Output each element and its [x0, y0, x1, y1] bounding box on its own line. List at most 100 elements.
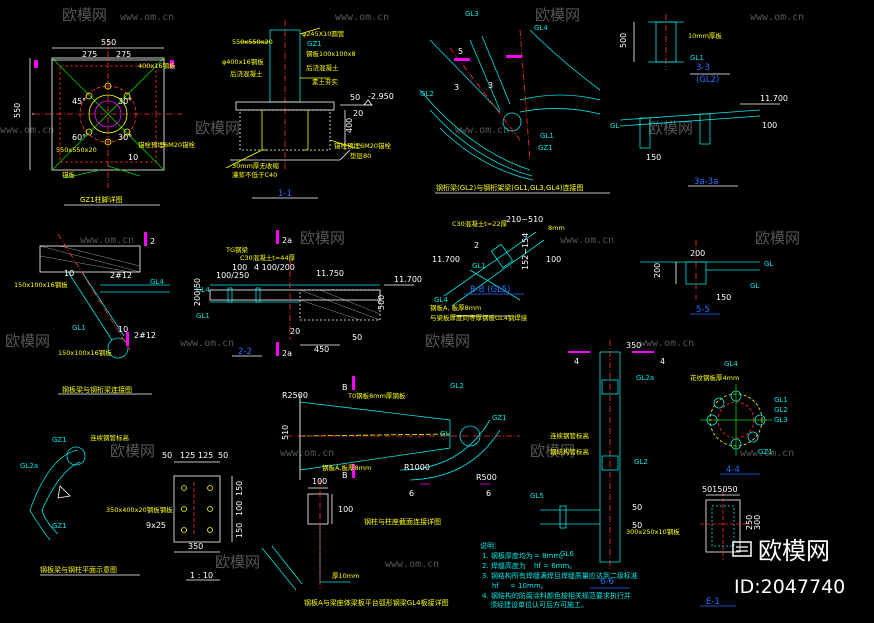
label-gl1: GL1	[774, 396, 788, 404]
caption-b-b: B-B (GL5)	[470, 285, 511, 295]
leader-line	[107, 165, 141, 177]
label-slab: C30混凝土t=44厚	[240, 253, 296, 262]
section-6a: 6	[409, 489, 414, 498]
label-gl2a: GL2a	[636, 374, 654, 382]
label-gl4: GL4	[724, 360, 738, 368]
bolt-hole	[181, 527, 187, 533]
dim-5015050: 5015050	[702, 485, 738, 494]
dim-150b: 150	[235, 523, 244, 538]
angle-30a: 30°	[118, 97, 132, 106]
caption-3-3: 3-3	[696, 63, 710, 73]
note-3: 3. 钢结构所有焊缝满焊且焊缝质量应达到二级标准	[482, 571, 638, 580]
label-gz1-bottom: GZ1	[52, 522, 67, 530]
section-3a: 3	[454, 83, 459, 92]
watermark-url: www.om.cn	[0, 125, 54, 136]
curved-beam	[29, 449, 79, 511]
label-base-plate: 550x550x20	[56, 146, 97, 154]
detail-column-seat	[261, 480, 350, 591]
watermark-text: 欧模网	[62, 6, 107, 24]
note-1: 1. 钢板厚度均为	[482, 551, 533, 560]
dim-100a: 100	[312, 477, 327, 486]
label-elev: 连续钢管标高	[90, 433, 130, 442]
label-elev2: 钢结构管标高	[550, 447, 590, 456]
watermark-text: 欧模网	[755, 229, 800, 247]
label-plate: 300x250x10钢板	[626, 527, 680, 536]
label-gz1: GZ1	[307, 40, 322, 48]
plate-circle	[79, 85, 137, 143]
dim-10b: 10	[118, 325, 128, 334]
label-anchor-plate: 锚板	[62, 170, 76, 179]
stiffener	[601, 455, 619, 471]
curve-arc	[409, 429, 501, 481]
dim-150a: 150	[235, 481, 244, 496]
leader-line	[63, 169, 101, 179]
dim-50b: 50	[632, 521, 642, 530]
label-gl4: GL4	[434, 296, 448, 304]
label-gl4: GL4	[150, 278, 164, 286]
box-section	[307, 493, 329, 525]
section-2: 2	[150, 237, 155, 246]
label-t10: 厚10mm	[332, 572, 359, 580]
bolt-hole	[181, 485, 187, 491]
notes-heading: 说明：	[480, 541, 501, 550]
section-mark	[34, 60, 38, 68]
watermark-text: 欧模网	[300, 229, 345, 247]
watermark-text: 欧模网	[5, 332, 50, 350]
note-2: 2. 焊缝高度为	[482, 561, 526, 570]
dim-50a: 50	[632, 503, 642, 512]
beam-section	[639, 117, 651, 149]
title-beam-column-plan: 钢板梁与钢柱平面示意图	[40, 565, 117, 574]
section-mark	[276, 342, 279, 356]
dim-210-510: 210~510	[506, 215, 543, 224]
label-backfill: 后浇混凝土	[230, 69, 263, 78]
detail-beam-column-plan	[29, 446, 140, 576]
axis-line	[449, 47, 521, 141]
dim-50a: 50	[162, 451, 172, 460]
dim-125a: 125	[180, 451, 195, 460]
watermark-text: 欧模网	[425, 332, 470, 350]
truss-chord	[529, 29, 601, 91]
dim-50: 50	[350, 93, 360, 102]
label-deck: C30混凝土t=22厚	[452, 219, 508, 228]
beam-line	[261, 547, 297, 591]
beam-line	[81, 271, 125, 337]
axis-line	[519, 29, 531, 161]
section-mark	[126, 332, 129, 346]
label-gl1: GL1	[540, 132, 554, 140]
dim-200-50: 200|50	[193, 278, 202, 306]
beam-line	[451, 239, 545, 307]
caption-3a-3a: 3a-3a	[694, 177, 718, 187]
label-gl1: GL1	[72, 324, 86, 332]
watermark-url: www.om.cn	[335, 12, 389, 23]
label-gl: GL	[764, 260, 773, 268]
dim-125b: 125	[198, 451, 213, 460]
section-mark	[144, 232, 147, 246]
label-gl4: GL4	[534, 24, 548, 32]
label-gl5: GL5	[530, 492, 544, 500]
note-1-value: = 8mm。	[534, 552, 567, 560]
label-gl6: GL6	[560, 550, 574, 558]
beam-line	[271, 545, 303, 585]
watermark-layer: 欧模网 欧模网 欧模网 欧模网 欧模网 欧模网 欧模网 欧模网 欧模网 欧模网 …	[0, 6, 804, 571]
watermark-url: www.om.cn	[80, 235, 134, 246]
detail-section-6-6	[540, 340, 654, 589]
watermark-url: www.om.cn	[455, 125, 509, 136]
truss-web	[481, 35, 511, 105]
bolt-hole	[207, 485, 213, 491]
brand-logo-icon-lines	[736, 546, 748, 552]
label-concrete: 后浇混凝土	[306, 63, 339, 72]
curved-beam	[41, 461, 81, 511]
dim-200: 4 100/200	[254, 263, 295, 272]
truss-web	[469, 39, 501, 111]
label-gl3: GL3	[774, 416, 788, 424]
label-gl2: GL2	[420, 90, 434, 98]
arrow	[57, 485, 71, 499]
label-gl1: GL1	[472, 262, 486, 270]
hatch	[39, 245, 141, 273]
dim-200: 200	[690, 249, 705, 258]
elev-mark	[363, 99, 373, 106]
dim-100: 100	[546, 255, 561, 264]
elev-11700: 11.700	[760, 94, 788, 103]
detail-truss-connection	[419, 29, 610, 194]
dim-200b: 200	[653, 263, 662, 278]
